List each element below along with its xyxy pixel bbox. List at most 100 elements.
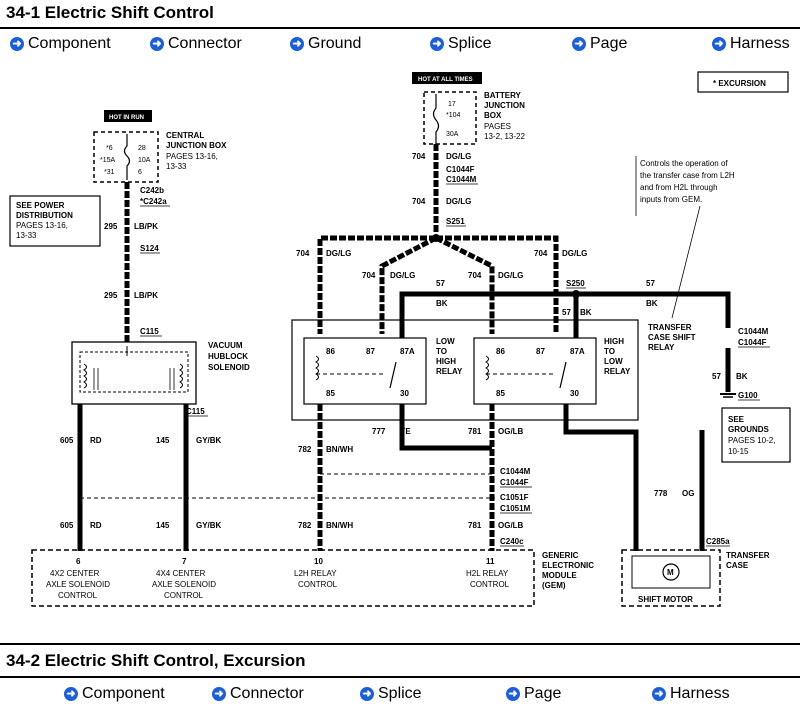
wire-color: BN/WH <box>326 445 353 454</box>
cjb-pages: PAGES 13-16, <box>166 152 218 161</box>
wire-color: OG <box>682 489 694 498</box>
note-text: GROUNDS <box>728 425 770 434</box>
wire-704-branch-c <box>434 235 495 334</box>
wiring-diagram: * EXCURSION HOT IN RUN *6 28 *15A 10A *3… <box>9 71 791 607</box>
bjb-pages: PAGES <box>484 122 511 131</box>
gem-label: MODULE <box>542 571 577 580</box>
hot-in-run-tag <box>104 110 152 122</box>
transfer-case-label: CASE <box>726 561 749 570</box>
wire-color: DG/LG <box>326 249 351 258</box>
nav-label: Harness <box>670 685 730 702</box>
callout-text: inputs from GEM. <box>640 195 702 204</box>
cjb-fuse: *15A <box>100 157 116 164</box>
arrow-icon: ➜ <box>212 687 226 701</box>
note-text: DISTRIBUTION <box>16 211 73 220</box>
relay-coil-icon <box>315 355 319 381</box>
battery-junction-box <box>423 91 477 145</box>
transfer-case-label: TRANSFER <box>726 551 770 560</box>
wire-color: BN/WH <box>326 521 353 530</box>
gem-pin-function: L2H RELAY <box>294 569 337 578</box>
wire-color: BK <box>436 299 448 308</box>
connector-label: C115 <box>186 407 205 416</box>
cjb-label: JUNCTION BOX <box>166 141 227 150</box>
relay-label: HIGH <box>604 337 624 346</box>
relay-pin: 30 <box>570 389 579 398</box>
nav-component-link[interactable]: ➜Component <box>64 685 165 703</box>
bjb-fuse: 30A <box>446 131 459 138</box>
nav-bar-top: ➜Component ➜Connector ➜Ground ➜ Splice ➜P… <box>0 35 800 57</box>
nav-connector-link[interactable]: ➜Connector <box>150 35 242 53</box>
nav-splice-link[interactable]: ➜ Splice <box>430 35 492 53</box>
gem-pin-function: CONTROL <box>164 591 204 600</box>
gem-pin-function: AXLE SOLENOID <box>46 580 110 589</box>
relay-label: TO <box>436 347 447 356</box>
nav-harness-link[interactable]: ➜Harness <box>652 685 730 703</box>
motor-symbol: M <box>667 568 674 577</box>
connector-label: C1044F <box>446 165 475 174</box>
nav-page-link[interactable]: ➜Page <box>506 685 561 703</box>
shift-motor-box <box>631 555 711 589</box>
relay-pin: 30 <box>400 389 409 398</box>
solenoid-inner <box>79 351 189 393</box>
generic-electronic-module <box>31 549 535 607</box>
wire-color: RD <box>90 436 102 445</box>
wire-778 <box>563 404 639 551</box>
grounds-note <box>721 407 791 463</box>
wire-number: 704 <box>412 197 426 206</box>
note-text: 13-33 <box>16 231 37 240</box>
nav-label: Splice <box>448 35 492 52</box>
splice-s250-dot <box>572 290 580 298</box>
cjb-label: CENTRAL <box>166 131 204 140</box>
connector-label: C1044F <box>738 338 767 347</box>
relay-label: RELAY <box>604 367 631 376</box>
nav-page-link[interactable]: ➜Page <box>572 35 627 53</box>
hot-at-all-times-label: HOT AT ALL TIMES <box>418 77 473 83</box>
wire-number: 145 <box>156 521 170 530</box>
wire-number: 781 <box>468 521 482 530</box>
splice-label: S251 <box>446 217 465 226</box>
nav-ground-link[interactable]: ➜Ground <box>290 35 361 53</box>
vacuum-hublock-solenoid <box>71 341 197 405</box>
tc-relay-label: RELAY <box>648 343 675 352</box>
gem-pin-function: 4X4 CENTER <box>156 569 206 578</box>
gem-pin-function: AXLE SOLENOID <box>152 580 216 589</box>
transfer-case-shift-relay-box <box>291 319 639 421</box>
nav-connector-link[interactable]: ➜Connector <box>212 685 304 703</box>
wire-color: DG/LG <box>446 152 471 161</box>
bjb-pages: 13-2, 13-22 <box>484 132 525 141</box>
excursion-legend: * EXCURSION <box>713 79 766 88</box>
nav-component-link[interactable]: ➜Component <box>10 35 111 53</box>
cjb-pin: *31 <box>104 169 115 176</box>
section-title: 34-2 Electric Shift Control, Excursion <box>6 651 306 670</box>
low-to-high-relay <box>303 337 427 405</box>
relay-switch <box>559 361 567 389</box>
relay-pin: 87A <box>400 347 415 356</box>
cjb-pages: 13-33 <box>166 162 187 171</box>
wire-number: 295 <box>104 291 118 300</box>
nav-harness-link[interactable]: ➜Harness <box>712 35 790 53</box>
callout-leader <box>671 205 701 319</box>
motor-icon <box>662 563 680 581</box>
wire-number: 704 <box>362 271 376 280</box>
wire-777 <box>399 404 492 451</box>
wire-57-l2h <box>399 291 576 338</box>
title-rule <box>0 27 800 29</box>
wire-color: DG/LG <box>498 271 523 280</box>
relay-label: LOW <box>604 357 623 366</box>
arrow-icon: ➜ <box>430 37 444 51</box>
wire-number: 57 <box>436 279 445 288</box>
transfer-case <box>621 549 721 607</box>
gem-pin-function: CONTROL <box>58 591 98 600</box>
arrow-icon: ➜ <box>360 687 374 701</box>
connector-label: C1051F <box>500 493 529 502</box>
gem-pin-function: CONTROL <box>298 580 338 589</box>
title-rule <box>0 676 800 678</box>
fuse-symbol <box>432 94 440 144</box>
arrow-icon: ➜ <box>290 37 304 51</box>
cjb-pin: 28 <box>138 145 146 152</box>
nav-label: Component <box>82 685 165 702</box>
excursion-legend-box <box>697 71 789 93</box>
wire-704-branch-a <box>317 235 436 334</box>
nav-splice-link[interactable]: ➜Splice <box>360 685 422 703</box>
gem-pin-function: H2L RELAY <box>466 569 509 578</box>
